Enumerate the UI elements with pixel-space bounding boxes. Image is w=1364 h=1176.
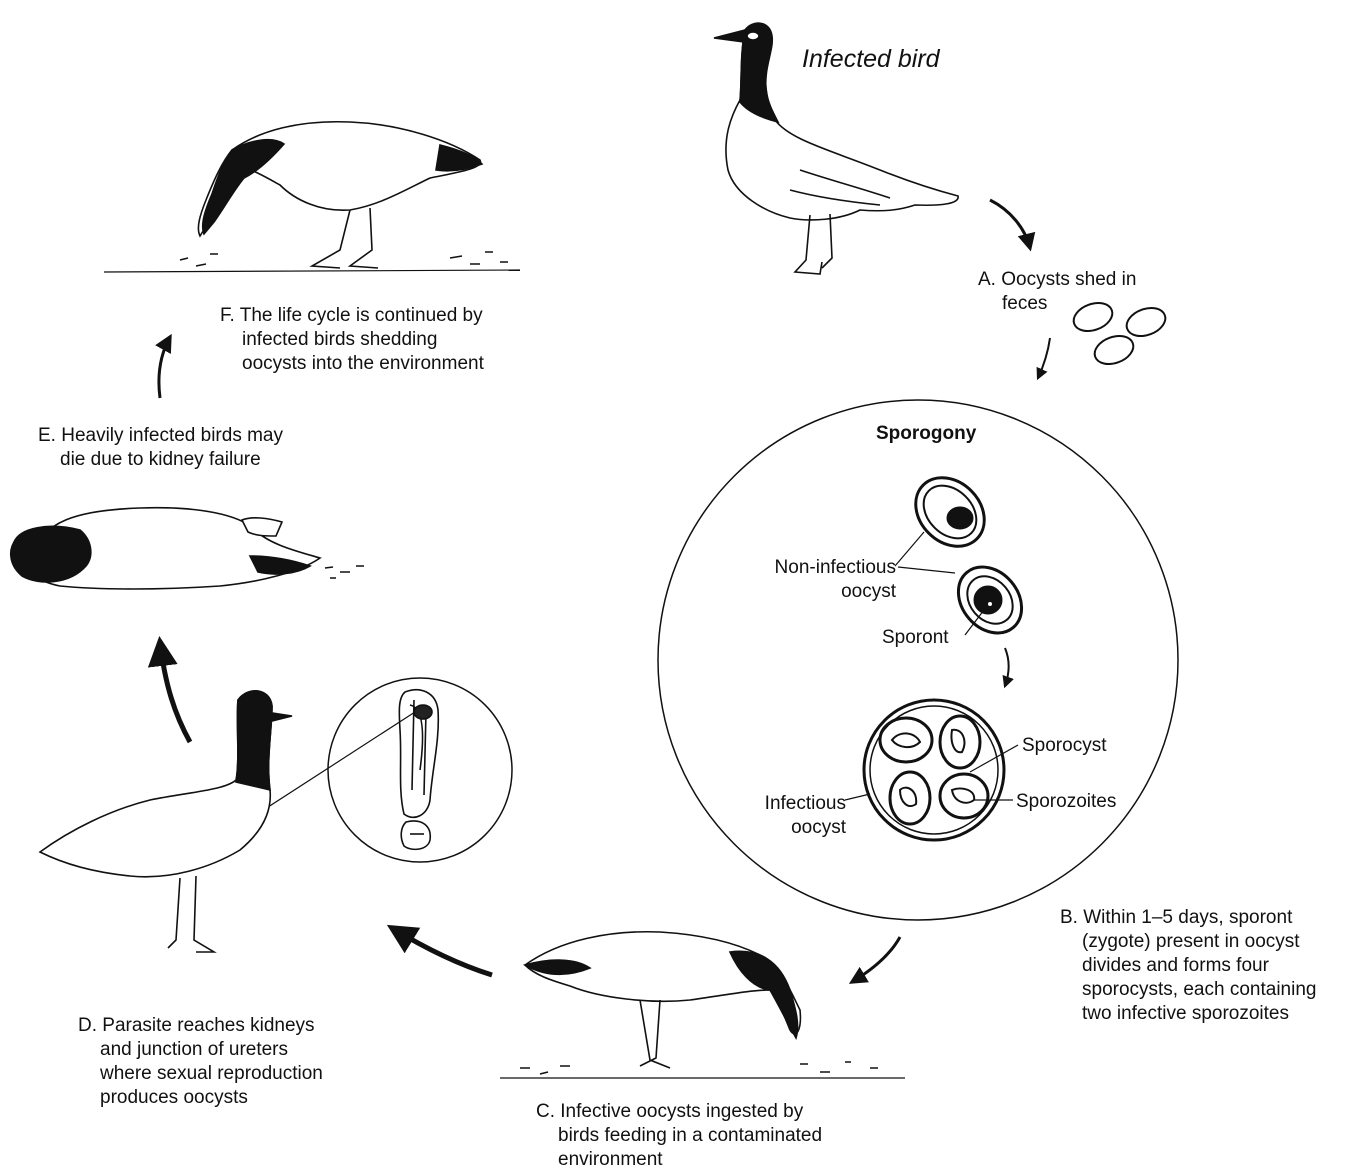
step-e-letter: E. — [38, 425, 56, 446]
step-f-line-3: oocysts into the environment — [220, 352, 530, 376]
goose-feeding-icon — [104, 122, 520, 272]
step-a-line-2: feces — [978, 292, 1136, 316]
step-b-line-4: sporocysts, each containing — [1060, 978, 1350, 1002]
kidney-icon — [399, 690, 438, 850]
step-a-label: A. Oocysts shed in feces — [978, 268, 1136, 316]
step-d-line-4: produces oocysts — [78, 1086, 368, 1110]
step-f-letter: F. — [220, 305, 235, 326]
step-f-line-1: The life cycle is continued by — [240, 305, 483, 326]
step-f-line-2: infected birds shedding — [220, 328, 530, 352]
diagram-title: Infected bird — [802, 44, 940, 74]
step-b-line-2: (zygote) present in oocyst — [1060, 930, 1350, 954]
step-b-line-1: Within 1–5 days, sporont — [1083, 907, 1292, 928]
step-b-line-5: two infective sporozoites — [1060, 1002, 1350, 1026]
sporont-label: Sporont — [882, 626, 949, 650]
non-infectious-oocyst-label: Non-infectious oocyst — [740, 556, 896, 604]
step-d-line-3: where sexual reproduction — [78, 1062, 368, 1086]
step-e-line-2: die due to kidney failure — [38, 448, 328, 472]
step-c-line-3: environment — [536, 1148, 836, 1172]
magnifier-pointer-line — [248, 712, 415, 820]
sporozoites-label: Sporozoites — [1016, 790, 1116, 814]
step-d-label: D. Parasite reaches kidneys and junction… — [78, 1014, 368, 1110]
step-a-line-1: Oocysts shed in — [1001, 269, 1136, 290]
step-e-label: E. Heavily infected birds may die due to… — [38, 424, 328, 472]
step-d-line-2: and junction of ureters — [78, 1038, 368, 1062]
infectious-oocyst-label: Infectious oocyst — [740, 792, 846, 840]
step-f-label: F. The life cycle is continued by infect… — [220, 304, 530, 376]
non-infectious-label-line-1: Non-infectious — [740, 556, 896, 580]
sporocyst-label: Sporocyst — [1022, 734, 1106, 758]
step-b-line-3: divides and forms four — [1060, 954, 1350, 978]
sporogony-title: Sporogony — [876, 422, 976, 446]
non-infectious-label-line-2: oocyst — [740, 580, 896, 604]
oocyst-icon — [902, 464, 1035, 646]
step-b-letter: B. — [1060, 907, 1078, 928]
step-e-line-1: Heavily infected birds may — [61, 425, 283, 446]
sporogony-circle — [658, 400, 1178, 920]
oocyst-icon — [864, 700, 1004, 840]
goose-dead-icon — [11, 508, 364, 589]
step-d-line-1: Parasite reaches kidneys — [102, 1015, 314, 1036]
goose-standing-icon — [40, 691, 292, 952]
step-c-line-1: Infective oocysts ingested by — [560, 1101, 803, 1122]
step-a-letter: A. — [978, 269, 996, 290]
step-c-label: C. Infective oocysts ingested by birds f… — [536, 1100, 836, 1172]
infectious-label-line-1: Infectious — [740, 792, 846, 816]
goose-feeding-icon — [500, 932, 905, 1078]
step-c-letter: C. — [536, 1101, 555, 1122]
step-c-line-2: birds feeding in a contaminated — [536, 1124, 836, 1148]
infectious-label-line-2: oocyst — [740, 816, 846, 840]
step-d-letter: D. — [78, 1015, 97, 1036]
step-b-label: B. Within 1–5 days, sporont (zygote) pre… — [1060, 906, 1350, 1026]
